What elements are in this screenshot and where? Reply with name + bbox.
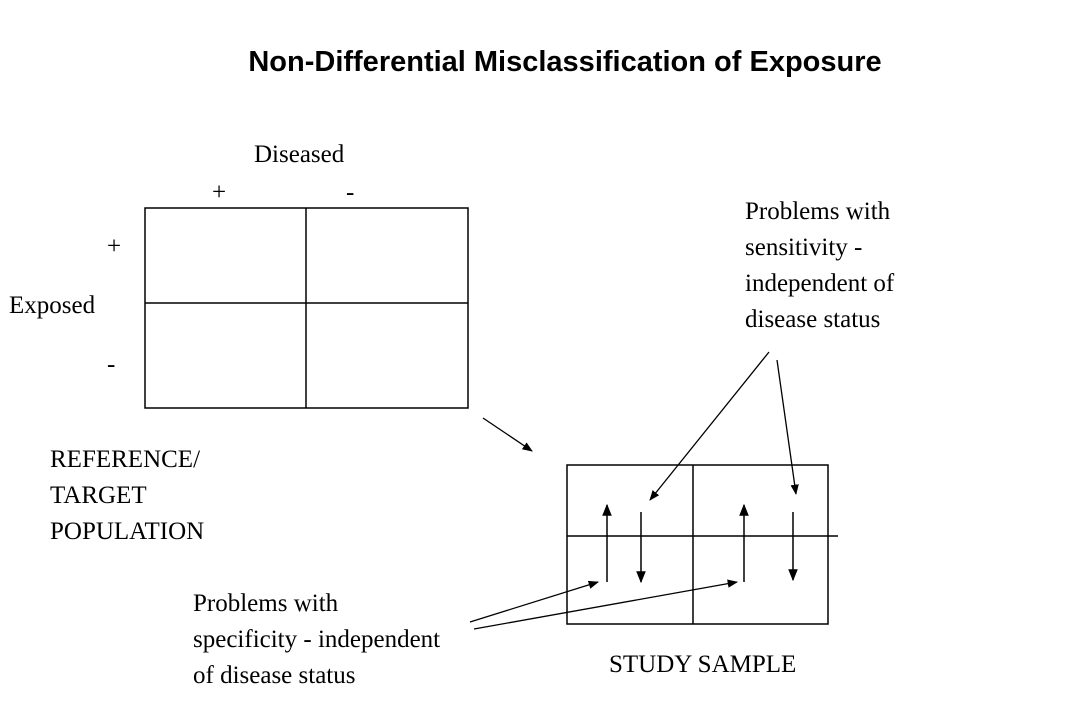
transition-arrow xyxy=(482,417,533,452)
diseased-minus-label: - xyxy=(346,179,355,206)
study-sample-caption: STUDY SAMPLE xyxy=(609,651,797,678)
exposed-plus-label: + xyxy=(107,233,122,260)
annotation-line: independent of xyxy=(745,270,895,297)
reference-table-grid xyxy=(144,207,469,409)
annotation-line: sensitivity - xyxy=(745,234,863,261)
specificity-annotation: Problems with specificity - independent … xyxy=(193,586,440,694)
caption-line: REFERENCE/ xyxy=(50,446,201,473)
specificity-pointer-arrow-1 xyxy=(469,580,599,623)
page-title: Non-Differential Misclassification of Ex… xyxy=(248,46,882,78)
exposed-label: Exposed xyxy=(9,292,96,319)
annotation-line: Problems with xyxy=(193,590,339,617)
annotation-line: disease status xyxy=(745,306,881,333)
annotation-line: Problems with xyxy=(745,198,891,225)
annotation-line: of disease status xyxy=(193,662,356,689)
reference-population-caption: REFERENCE/ TARGET POPULATION xyxy=(50,442,204,550)
sensitivity-annotation: Problems with sensitivity - independent … xyxy=(745,194,894,338)
caption-line: TARGET xyxy=(50,482,147,509)
specificity-pointer-arrow-2 xyxy=(473,579,739,630)
caption-line: POPULATION xyxy=(50,518,205,545)
diseased-plus-label: + xyxy=(212,179,227,206)
sensitivity-pointer-arrow-2 xyxy=(776,359,799,496)
diseased-label: Diseased xyxy=(254,141,345,168)
sensitivity-pointer-arrow-1 xyxy=(649,351,770,501)
exposed-minus-label: - xyxy=(107,351,116,378)
annotation-line: specificity - independent xyxy=(193,626,441,653)
